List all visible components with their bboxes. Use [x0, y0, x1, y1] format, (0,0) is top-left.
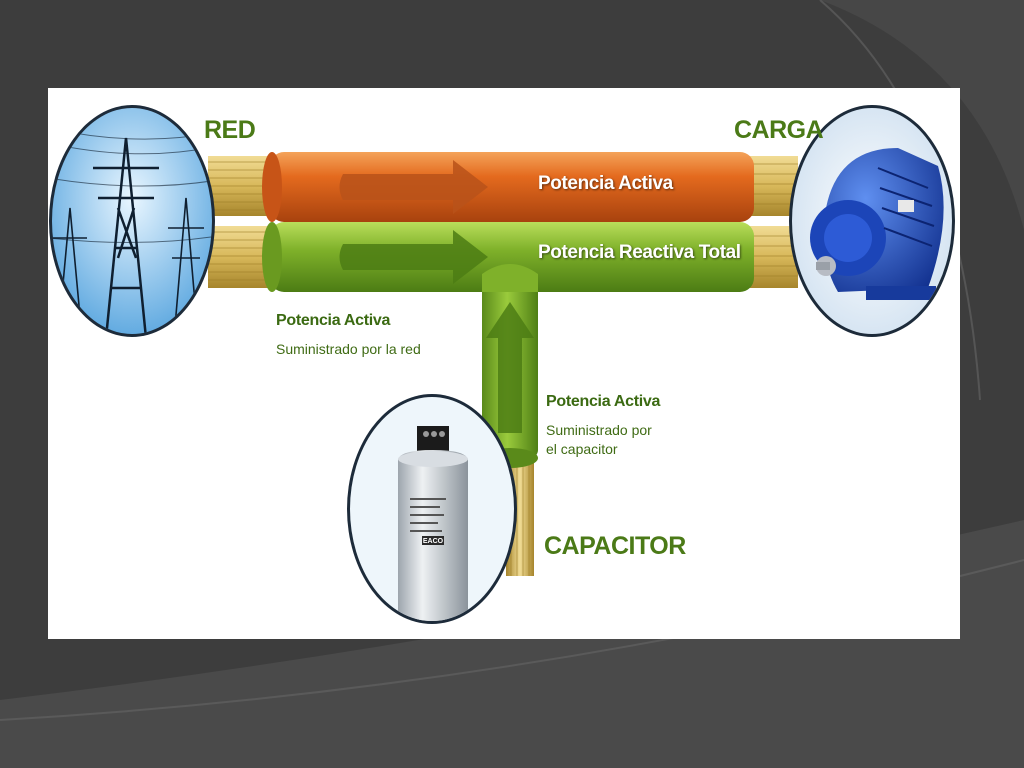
reactive-power-pipe-label: Potencia Reactiva Total [538, 242, 741, 263]
diagram-panel: EACO RED CARGA CAPACITOR Potencia Activa… [48, 88, 960, 639]
active-power-pipe-label: Potencia Activa [538, 173, 673, 194]
capacitor-flow-arrow [486, 302, 534, 433]
capacitor-note-title: Potencia Activa [546, 393, 661, 410]
pipe-joint [482, 264, 538, 292]
active-flow-arrow [339, 160, 488, 214]
capacitor-note-text-line1: Suministrado por [546, 422, 652, 438]
load-label: CARGA [734, 116, 824, 144]
electric-motor-image [789, 105, 955, 337]
active-power-pipe [262, 152, 754, 222]
capacitor-image [347, 394, 517, 624]
grid-note-text: Suministrado por la red [276, 341, 421, 357]
reactive-flow-arrow [339, 230, 488, 284]
capacitor-brand-logo: EACO [423, 538, 444, 545]
capacitor-note-text-line2: el capacitor [546, 441, 618, 457]
grid-note-title: Potencia Activa [276, 312, 391, 329]
grid-label: RED [204, 116, 256, 144]
capacitor-label: CAPACITOR [544, 532, 686, 560]
transmission-tower-image [49, 105, 215, 337]
reactive-power-pipe [262, 222, 754, 292]
power-flow-diagram: EACO [49, 105, 955, 624]
